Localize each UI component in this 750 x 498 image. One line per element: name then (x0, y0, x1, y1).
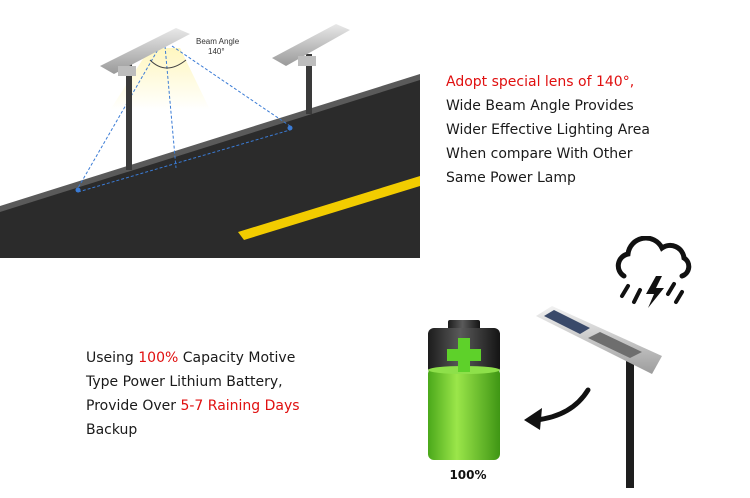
lens-line-3: When compare With Other (446, 146, 633, 162)
beam-lines (77, 45, 291, 193)
lens-description: Adopt special lens of 140°, Wide Beam An… (446, 70, 746, 190)
beam-angle-arc (149, 59, 187, 69)
lens-line-4: Same Power Lamp (446, 170, 576, 186)
battery-line-4: Backup (86, 422, 138, 438)
curved-arrow-icon (524, 387, 591, 430)
lane-stripe (238, 176, 420, 240)
battery-percent-label: 100% (449, 468, 487, 482)
road (0, 78, 420, 258)
raining-days-highlight: 5-7 Raining Days (180, 398, 300, 414)
lens-line-2: Wider Effective Lighting Area (446, 122, 650, 138)
road-edge (0, 74, 420, 212)
beam-cone (110, 48, 210, 110)
lens-highlight-line: Adopt special lens of 140°, (446, 74, 635, 90)
battery-line-2: Type Power Lithium Battery, (86, 374, 283, 390)
rain-cloud-icon (615, 236, 692, 308)
battery-icon (428, 320, 500, 460)
solar-street-lamp-icon (536, 306, 662, 488)
road-scene-illustration: Beam Angle 140° (0, 24, 420, 258)
capacity-highlight: 100% (138, 350, 179, 366)
beam-angle-label: Beam Angle (196, 37, 240, 46)
street-lamp-right (272, 24, 350, 114)
battery-line-1: Useing 100% Capacity Motive (86, 350, 296, 366)
battery-line-3: Provide Over 5-7 Raining Days (86, 398, 300, 414)
beam-angle-value: 140° (208, 47, 225, 56)
battery-description: Useing 100% Capacity Motive Type Power L… (86, 346, 406, 442)
street-lamp-left (100, 28, 190, 170)
beam-endpoints (75, 125, 293, 193)
lens-line-1: Wide Beam Angle Provides (446, 98, 634, 114)
